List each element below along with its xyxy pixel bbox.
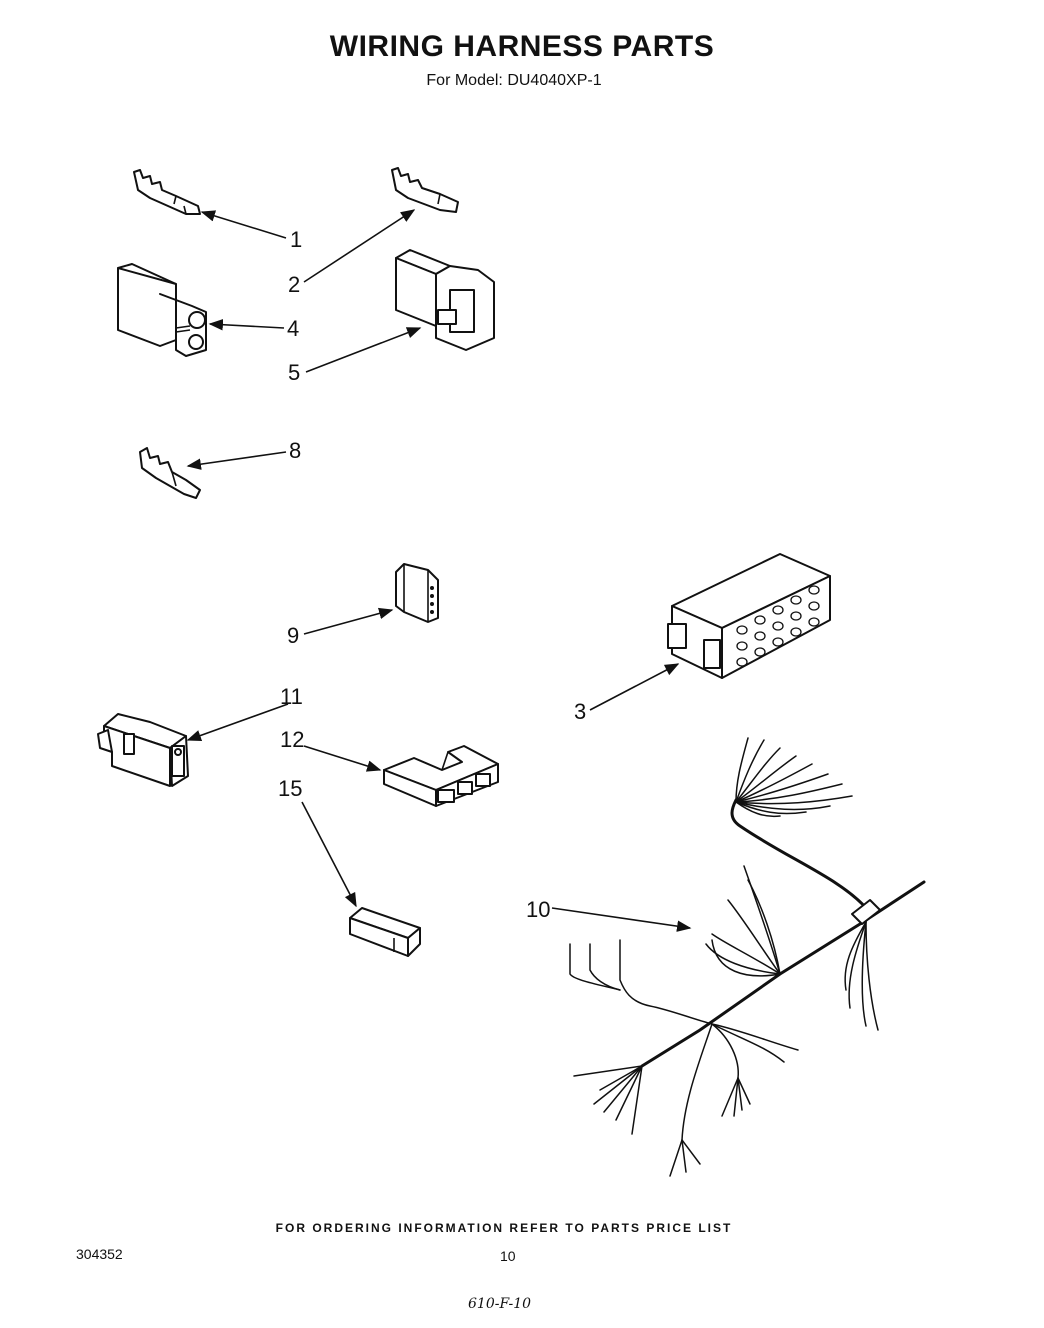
callout-10: 10 (526, 897, 550, 922)
connector-block-part-3 (667, 553, 831, 679)
callout-8: 8 (289, 438, 301, 463)
ordering-note: FOR ORDERING INFORMATION REFER TO PARTS … (275, 1221, 733, 1235)
callout-4: 4 (287, 316, 299, 341)
callout-15: 15 (278, 776, 302, 801)
page-number: 10 (500, 1248, 516, 1264)
callout-12: 12 (280, 727, 304, 752)
model-subtitle: For Model: DU4040XP-1 (426, 72, 602, 89)
connector-housing-part-4 (117, 263, 207, 357)
wiring-harness-part-10 (569, 737, 926, 1177)
callout-5: 5 (288, 360, 300, 385)
callout-11: 11 (280, 684, 303, 709)
terminal-part-8 (139, 447, 201, 499)
terminal-part-2 (391, 167, 459, 213)
callout-9: 9 (287, 623, 299, 648)
callout-labels: 1 2 4 5 8 9 3 11 12 15 10 (278, 227, 586, 922)
document-number: 304352 (76, 1246, 123, 1262)
callout-3: 3 (574, 699, 586, 724)
leader-arrows (186, 209, 692, 932)
handwritten-code: 610-F-10 (468, 1296, 532, 1312)
page-title: WIRING HARNESS PARTS (329, 30, 715, 63)
connector-housing-part-11 (97, 713, 189, 787)
connector-part-9 (395, 563, 439, 623)
callout-1: 1 (290, 227, 302, 252)
callout-2: 2 (288, 272, 300, 297)
connector-part-12 (383, 745, 499, 807)
connector-shroud-part-5 (395, 249, 495, 351)
connector-part-15 (349, 907, 421, 957)
terminal-part-1 (133, 169, 201, 215)
